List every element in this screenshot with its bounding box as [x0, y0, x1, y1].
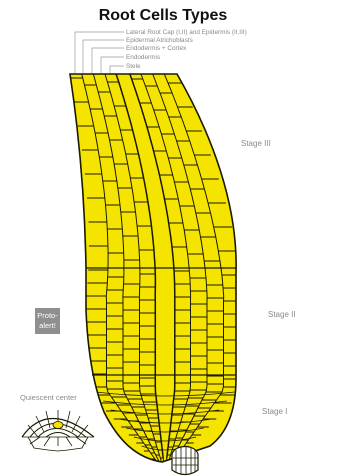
qc-core-arc [46, 433, 70, 438]
leader-line-1 [75, 32, 124, 73]
quiescent-center-inset [22, 410, 94, 451]
stage-label-iii: Stage III [241, 139, 271, 148]
qc-highlighted-cells [53, 422, 63, 429]
leader-line-3 [92, 48, 124, 73]
leader-line-2 [83, 40, 124, 73]
proto-alert-label-line1: Proto- [37, 311, 58, 320]
leader-line-4 [101, 57, 124, 73]
quiescent-center-label: Quiescent center [20, 393, 77, 402]
root-body [68, 74, 244, 475]
legend-label-stele: Stele [126, 63, 141, 70]
stage-label-i: Stage I [262, 407, 287, 416]
legend-label-endodermis-cortex: Endodermis + Cortex [126, 45, 187, 52]
stage-label-ii: Stage II [268, 310, 296, 319]
leader-line-5 [110, 66, 124, 73]
root-tip [172, 446, 198, 475]
qc-radial-lines [22, 410, 94, 451]
legend-leaders [75, 32, 124, 73]
proto-alert-label-line2: alert! [39, 321, 56, 330]
legend-label-epidermal-atrichoblasts: Epidermal Atrichoblasts [126, 37, 193, 44]
proto-alert-badge: Proto- alert! [35, 308, 60, 334]
legend-label-lateral-root-cap: Lateral Root Cap (I,II) and Epidermis (I… [126, 29, 247, 36]
legend-label-endodermis: Endodermis [126, 54, 160, 61]
legend: Lateral Root Cap (I,II) and Epidermis (I… [126, 29, 247, 70]
diagram-title: Root Cells Types [99, 7, 228, 24]
